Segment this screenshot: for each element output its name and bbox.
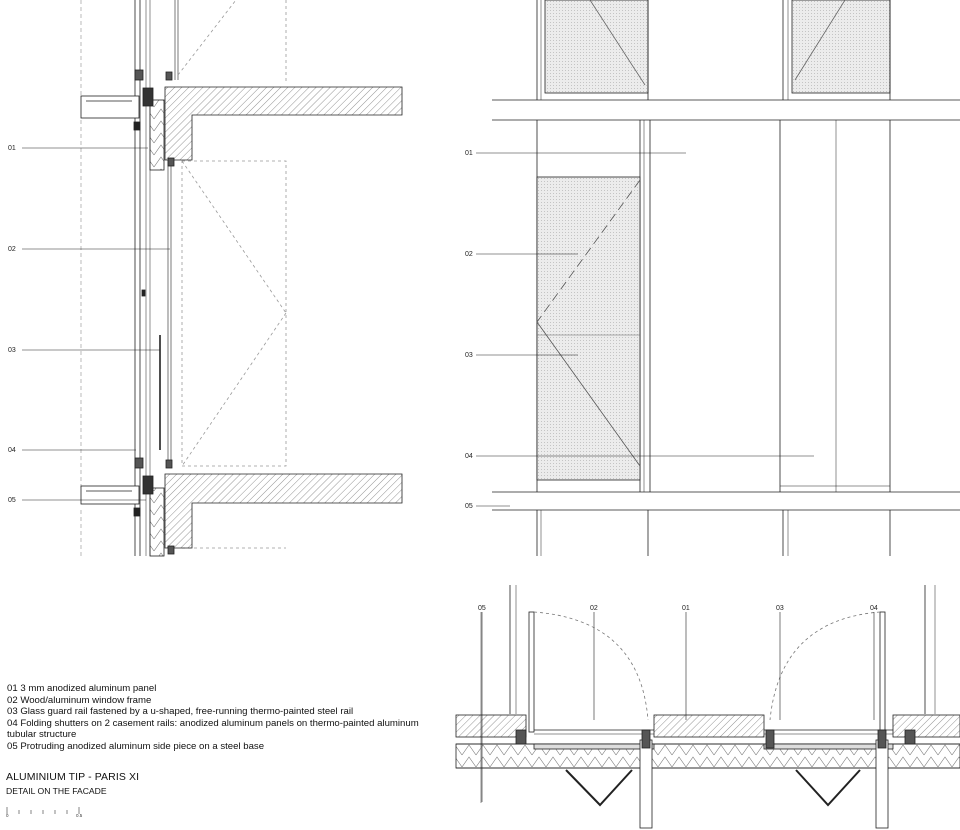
drawing-subtitle: DETAIL ON THE FACADE bbox=[6, 786, 107, 796]
plan-callout-03: 03 bbox=[776, 605, 784, 612]
elevation-view bbox=[476, 0, 960, 556]
elevation-callout-03: 03 bbox=[465, 352, 473, 359]
scale-label-start: 0 bbox=[6, 813, 9, 818]
plan-callout-02: 02 bbox=[590, 605, 598, 612]
plan-callout-04: 04 bbox=[870, 605, 878, 612]
elevation-callout-04: 04 bbox=[465, 453, 473, 460]
scale-bar: 0 0.5 bbox=[6, 804, 86, 822]
plan-callout-05: 05 bbox=[478, 605, 486, 612]
plan-callouts: 05 02 01 03 04 bbox=[478, 605, 878, 612]
elevation-callout-02: 02 bbox=[465, 251, 473, 258]
drawing-title: ALUMINIUM TIP - PARIS XI bbox=[6, 771, 140, 783]
section-callout-03: 03 bbox=[8, 347, 16, 354]
elevation-callout-05: 05 bbox=[465, 503, 473, 510]
legend-item: 02 Wood/aluminum window frame bbox=[7, 694, 152, 706]
legend-item: 04 Folding shutters on 2 casement rails:… bbox=[7, 717, 419, 741]
section-callout-04: 04 bbox=[8, 447, 16, 454]
plan-view bbox=[455, 585, 960, 829]
elevation-callouts: 01 02 03 04 05 bbox=[465, 150, 473, 510]
legend-item: 05 Protruding anodized aluminum side pie… bbox=[7, 740, 265, 752]
section-callout-02: 02 bbox=[8, 246, 16, 253]
elevation-callout-01: 01 bbox=[465, 150, 473, 157]
plan-callout-01: 01 bbox=[682, 605, 690, 612]
legend: 01 3 mm anodized aluminum panel 02 Wood/… bbox=[7, 683, 427, 753]
section-callouts: 01 02 03 04 05 bbox=[8, 145, 16, 504]
section-callout-05: 05 bbox=[8, 497, 16, 504]
legend-item: 03 Glass guard rail fastened by a u-shap… bbox=[7, 706, 354, 718]
legend-item: 01 3 mm anodized aluminum panel bbox=[7, 683, 157, 694]
section-view bbox=[22, 0, 403, 557]
scale-label-end: 0.5 bbox=[76, 813, 83, 818]
section-callout-01: 01 bbox=[8, 145, 16, 152]
